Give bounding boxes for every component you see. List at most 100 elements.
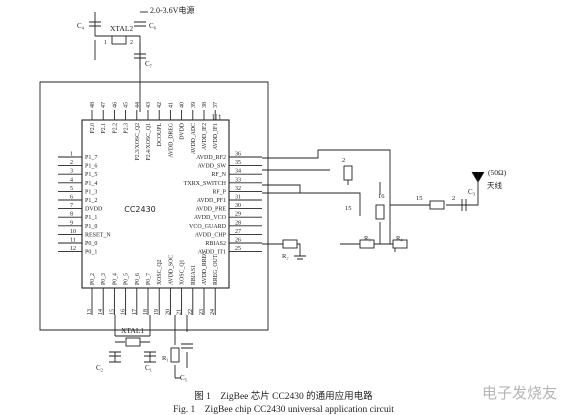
pin-bottom-22: 22 RBIAS1 xyxy=(188,265,197,315)
pin-label: P1_5 xyxy=(85,172,97,178)
chip-body xyxy=(81,119,230,289)
caption-english: Fig. 1 ZigBee chip CC2430 universal appl… xyxy=(173,405,394,415)
capacitor-c3: C₃ xyxy=(461,188,476,211)
rf-resistor-b: 16 xyxy=(375,193,385,220)
pin-number: 34 xyxy=(235,169,241,175)
resistor-r3-label: R₃ xyxy=(364,235,371,242)
ground-icon xyxy=(294,250,306,260)
pin-number: 26 xyxy=(235,238,241,244)
pin-label: AVDD_PF1 xyxy=(197,198,226,204)
pin-left-6: 6P1_2 xyxy=(58,195,97,204)
pin-label: P2.4/XOSC_Q1 xyxy=(146,123,152,161)
resistor-r1: R₁ xyxy=(162,347,180,363)
pin-label: AVDD_PRE xyxy=(195,207,226,213)
resistor-r4: R₄ xyxy=(392,235,408,249)
pin-number: 6 xyxy=(70,195,73,201)
antenna-label: 天线 xyxy=(487,180,502,190)
pin-number: 32 xyxy=(235,186,241,192)
pin-label: P1_4 xyxy=(85,181,97,187)
capacitor-c7: C₇ xyxy=(134,53,153,68)
pin-number: 46 xyxy=(112,102,118,108)
pin-label: AVDD_IF1 xyxy=(213,123,219,150)
capacitor-c6: C₆ xyxy=(134,21,157,30)
pin-label: AVDD_IF2 xyxy=(202,123,208,150)
pin-number: 29 xyxy=(235,212,241,218)
pin-number: 11 xyxy=(70,238,76,244)
pin-number: 40 xyxy=(180,102,186,108)
pin-number: 48 xyxy=(90,102,96,108)
resistor-r1-label: R₁ xyxy=(162,355,169,362)
resistor-r3: R₃ xyxy=(359,235,375,249)
bottom-pins: 13P0_214P0_315P0_416P0_517P0_618P0_719XO… xyxy=(87,251,219,315)
pin-number: 7 xyxy=(70,203,73,209)
capacitor-c2-label: C₂ xyxy=(96,364,104,372)
pin-left-9: 9P1_0 xyxy=(58,220,97,230)
capacitor-c5: C₅ xyxy=(180,343,193,382)
pin-label: AVDD_RF2 xyxy=(196,155,226,161)
xtal2-pin1: 1 xyxy=(104,40,107,46)
pin-number: 20 xyxy=(165,309,171,315)
rf-number-15-vertical: 15 xyxy=(345,205,352,212)
resistor-r4-label: R₄ xyxy=(396,235,403,242)
capacitor-c3-label: C₃ xyxy=(468,188,476,196)
pin-label: AVDD_SOC xyxy=(168,255,174,285)
rf-number-15: 15 xyxy=(416,195,423,202)
chip-ref: U1 xyxy=(212,113,222,122)
pin-label: AVDD_ADC xyxy=(191,123,197,154)
crystal-xtal1-label: XTAL1 xyxy=(121,326,144,335)
pin-label: P2.0 xyxy=(90,123,96,134)
pin-number: 22 xyxy=(188,309,194,315)
pin-label: XOSC_Q1 xyxy=(180,259,186,285)
caption-chinese: 图 1 ZigBee 芯片 CC2430 的通用应用电路 xyxy=(194,392,373,402)
rf-number-16: 16 xyxy=(378,193,385,200)
pin-label: DVDD xyxy=(180,123,186,140)
capacitor-c6-label: C₆ xyxy=(149,22,157,30)
pin-number: 4 xyxy=(70,177,73,183)
pin-number: 23 xyxy=(199,309,205,315)
capacitor-c4: C₄ xyxy=(77,21,101,30)
left-pins: 1P1_72P1_63P1_54P1_45P1_36P1_27DVDD8P1_1… xyxy=(58,152,111,256)
capacitor-c1: C₁ xyxy=(144,351,156,372)
pin-label: RBIAS1 xyxy=(191,265,197,285)
rf-number-2: 2 xyxy=(342,157,345,164)
pin-number: 37 xyxy=(213,102,219,108)
pin-number: 42 xyxy=(157,102,163,108)
top-pins: 48P2.047P2.146P2.245P2.344P2.3/XOSC_Q243… xyxy=(90,102,219,161)
pin-label: AVDD_CHP xyxy=(195,232,227,238)
pin-number: 18 xyxy=(143,309,149,315)
pin-label: XOSC_Q2 xyxy=(157,259,163,285)
pin-number: 9 xyxy=(70,220,73,226)
pin-number: 1 xyxy=(70,152,73,158)
pin-label: P0_4 xyxy=(112,273,118,285)
capacitor-c5-label: C₅ xyxy=(180,374,188,382)
pin-label: AVDD_SW xyxy=(197,164,226,170)
pin-label: P1_2 xyxy=(85,198,97,204)
pin-number: 39 xyxy=(191,102,197,108)
pin-label: P2.3/XOSC_Q2 xyxy=(135,123,141,161)
pin-label: RBIAS2 xyxy=(205,241,226,247)
chip-name: CC2430 xyxy=(124,205,156,214)
rf-series-resistor: 15 xyxy=(416,195,445,210)
pin-number: 43 xyxy=(146,102,152,108)
